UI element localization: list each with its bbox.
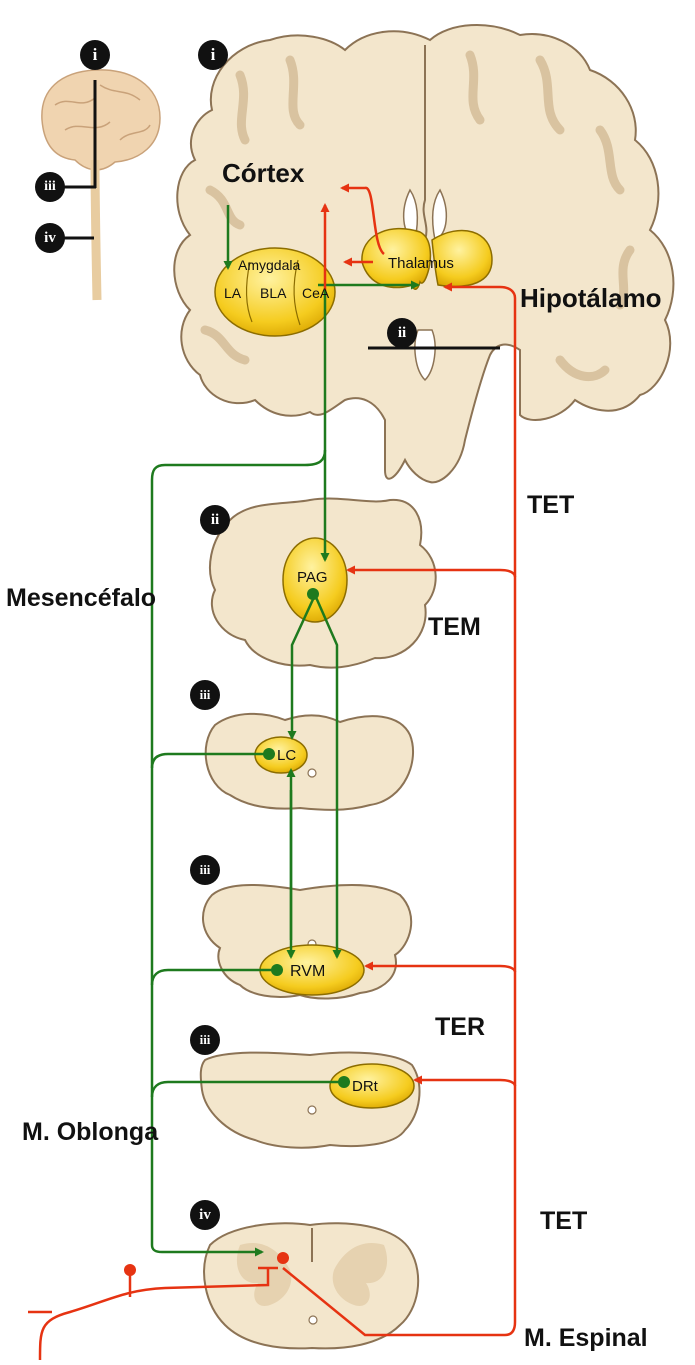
lc-label: LC (277, 747, 296, 764)
hipotalamo-label: Hipotálamo (520, 283, 662, 314)
tet-bottom-label: TET (540, 1207, 587, 1236)
drt-label: DRt (352, 1078, 379, 1095)
la-label: LA (224, 285, 242, 301)
marker-inset-i: i (80, 40, 110, 70)
marker-section-ii: ii (200, 505, 230, 535)
marker-section-iii-a: iii (190, 680, 220, 710)
bla-label: BLA (260, 285, 287, 301)
amygdala-label: Amygdala (238, 257, 300, 273)
ter-label: TER (435, 1013, 485, 1042)
rvm-label: RVM (290, 963, 325, 980)
cea-label: CeA (302, 285, 330, 301)
m-espinal-label: M. Espinal (524, 1324, 648, 1353)
cortex-label: Córtex (222, 158, 304, 189)
marker-inset-iv: iv (35, 223, 65, 253)
marker-section-iii-b: iii (190, 855, 220, 885)
thalamus-label: Thalamus (388, 255, 454, 272)
m-oblonga-label: M. Oblonga (22, 1118, 158, 1147)
marker-brain-i: i (198, 40, 228, 70)
pag-label: PAG (297, 569, 328, 586)
dorsal-horn-neuron (277, 1252, 289, 1264)
marker-section-iii-c: iii (190, 1025, 220, 1055)
mesencefalo-label: Mesencéfalo (6, 584, 156, 613)
section-pons-upper (206, 714, 413, 810)
marker-brain-ii: ii (387, 318, 417, 348)
primary-afferent-cell-body (124, 1264, 136, 1276)
marker-inset-iii: iii (35, 172, 65, 202)
tem-label: TEM (428, 613, 481, 642)
tet-top-label: TET (527, 491, 574, 520)
marker-section-iv: iv (190, 1200, 220, 1230)
